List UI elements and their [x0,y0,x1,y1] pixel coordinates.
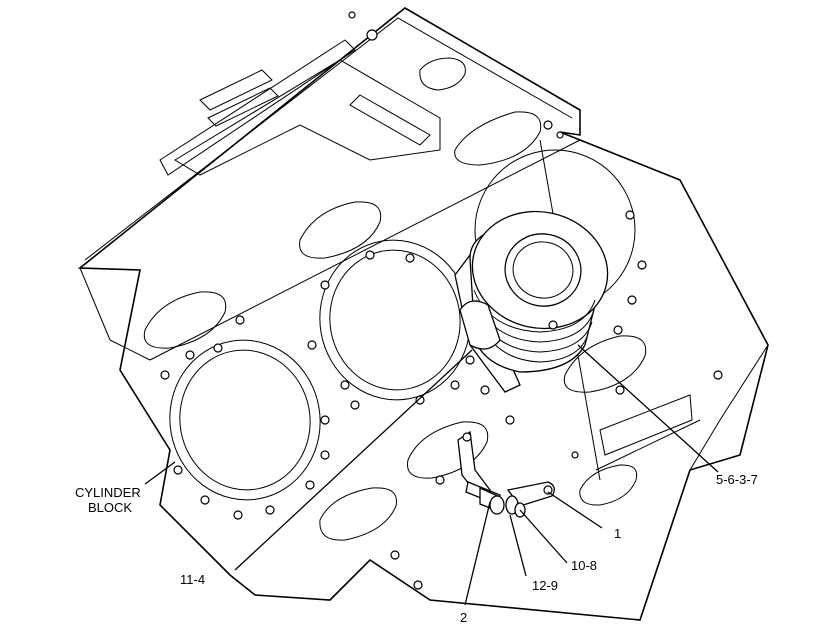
callout-10-8: 10-8 [571,558,597,573]
leader-11-4 [234,349,473,571]
leader-5-6-3-7 [577,344,719,473]
callout-2: 2 [460,610,467,625]
cylinder-block-outline [77,7,769,621]
label-cylinder-block-line1: CYLINDER [75,485,141,500]
label-cylinder-block-line2: BLOCK [88,500,132,515]
bolt-holes [160,11,723,590]
leader-1 [547,491,603,529]
leader-10-8 [519,509,568,564]
block-top-pocket [174,59,441,176]
leader-2 [464,501,491,606]
callout-11-4: 11-4 [180,572,205,587]
piston-cooling-jet [457,430,555,518]
leader-cylinder-block [144,461,176,485]
callout-labels: CYLINDER BLOCK 5-6-3-7 1 10-8 12-9 11-4 … [75,472,758,625]
callout-1: 1 [614,526,621,541]
piston-assembly [454,210,609,393]
leader-lines [144,344,719,606]
leader-12-9 [509,514,527,577]
block-slots [143,57,693,541]
callout-12-9: 12-9 [532,578,558,593]
callout-5-6-3-7: 5-6-3-7 [716,472,758,487]
